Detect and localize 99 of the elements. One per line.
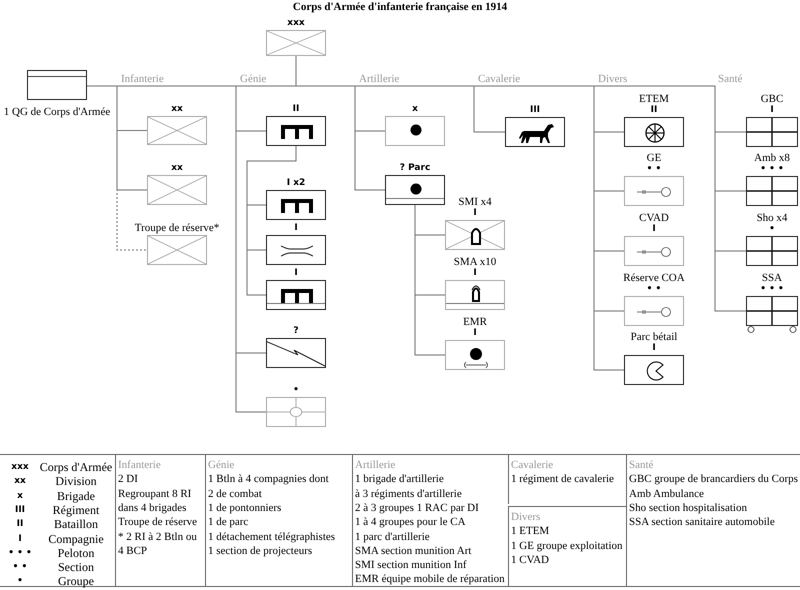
echelon-mark: xxx xyxy=(10,462,30,473)
branch-label: Artillerie xyxy=(358,74,400,85)
echelon-mark: I xyxy=(294,268,298,279)
echelon-name: Division xyxy=(54,474,98,488)
table-text: à 3 régiments d'artillerie xyxy=(355,486,462,501)
echelon-mark: • • • xyxy=(760,284,784,295)
echelon-mark: xxx xyxy=(287,18,305,29)
echelon-name: Corps d'Armée xyxy=(38,460,114,474)
branch-label: Cavalerie xyxy=(477,74,522,85)
unit-label: SSA xyxy=(762,272,782,284)
echelon-mark: • xyxy=(769,224,775,235)
unit-label: 1 QG de Corps d'Armée xyxy=(4,106,110,118)
echelon-mark: • • xyxy=(12,562,28,574)
column-heading: Santé xyxy=(629,458,654,472)
unit-label: EMR xyxy=(463,316,487,328)
echelon-mark: xx xyxy=(171,104,183,115)
echelon-mark: I xyxy=(473,328,477,339)
echelon-name: Compagnie xyxy=(47,532,105,546)
table-text: dans 4 brigades xyxy=(118,500,186,515)
table-text: Sho section hospitalisation xyxy=(629,500,747,515)
unit-label: GE xyxy=(646,152,662,164)
table-text: 1 de pontonniers xyxy=(208,500,282,515)
echelon-mark: II xyxy=(650,105,658,116)
echelon-mark: I xyxy=(770,105,774,116)
table-text: EMR équipe mobile de réparation xyxy=(355,572,505,586)
branch-label: Génie xyxy=(239,74,268,85)
unit-label: CVAD xyxy=(639,212,669,224)
table-text: 1 Btln à 4 compagnies dont xyxy=(208,472,329,486)
branch-label: Santé xyxy=(717,74,744,85)
table-text: 1 de parc xyxy=(208,515,248,530)
table-text: 1 CVAD xyxy=(511,552,550,567)
echelon-mark: I xyxy=(473,268,477,279)
table-text: 1 section de projecteurs xyxy=(208,544,312,558)
column-heading: Artillerie xyxy=(355,458,396,472)
echelon-mark: xx xyxy=(13,476,27,488)
echelon-name: Bataillon xyxy=(53,517,99,532)
table-text: SMA section munition Art xyxy=(355,544,472,558)
echelon-name: Groupe xyxy=(57,574,95,588)
table-text: 1 parc d'artillerie xyxy=(355,530,430,544)
table-text: 1 à 4 groupes pour le CA xyxy=(355,515,466,530)
echelon-mark: xx xyxy=(171,163,183,174)
table-text: 1 ETEM xyxy=(511,524,550,538)
column-heading: Infanterie xyxy=(118,458,161,472)
table-text: 2 DI xyxy=(118,472,138,486)
column-heading: Génie xyxy=(208,458,234,472)
echelon-mark: ? xyxy=(293,326,299,337)
branch-label: Infanterie xyxy=(120,74,165,85)
table-text: SMI section munition Inf xyxy=(355,558,467,572)
echelon-mark: I xyxy=(294,223,298,234)
echelon-mark: • • • xyxy=(760,164,784,175)
echelon-mark: • xyxy=(16,576,24,588)
table-text: 1 GE groupe exploitation xyxy=(511,538,623,553)
table-text: Regroupant 8 RI xyxy=(118,486,192,501)
unit-label: Troupe de réserve* xyxy=(134,222,220,234)
unit-label: Réserve COA xyxy=(623,272,685,284)
echelon-mark: II xyxy=(292,104,300,115)
unit-label: SMA x10 xyxy=(454,256,496,268)
echelon-mark: I xyxy=(17,534,23,544)
echelon-name: Peloton xyxy=(58,546,94,560)
unit-label: Sho x4 xyxy=(756,212,788,224)
table-text: 1 détachement télégraphistes xyxy=(208,530,336,544)
echelon-mark: • • • xyxy=(7,548,33,559)
echelon-mark: x xyxy=(16,490,24,502)
table-text: * 2 RI à 2 Btln ou xyxy=(118,530,197,544)
unit-label: Parc bétail xyxy=(630,331,678,343)
unit-label: GBC xyxy=(760,93,784,105)
branch-label: Divers xyxy=(597,74,628,85)
echelon-mark: I xyxy=(652,343,656,354)
table-text: 4 BCP xyxy=(118,544,148,558)
table-text: Troupe de réserve xyxy=(118,515,198,530)
connector-line xyxy=(246,146,296,296)
column-heading: Cavalerie xyxy=(511,458,554,472)
echelon-mark: I xyxy=(473,208,477,219)
unit-label: Amb x8 xyxy=(754,152,790,164)
echelon-mark: III xyxy=(14,504,26,516)
echelon-mark: III xyxy=(530,105,540,116)
table-text: 1 régiment de cavalerie xyxy=(511,472,614,486)
unit-label: ETEM xyxy=(639,93,669,105)
echelon-mark: • xyxy=(293,385,299,396)
echelon-mark: II xyxy=(16,519,24,530)
echelon-mark: x xyxy=(412,104,418,115)
echelon-name: Brigade xyxy=(56,488,96,503)
table-text: 2 à 3 groupes 1 RAC par DI xyxy=(355,500,479,515)
echelon-mark: I x2 xyxy=(286,178,306,189)
connector-line xyxy=(414,204,446,356)
unit-label: SMI x4 xyxy=(458,196,492,208)
table-text: SSA section sanitaire automobile xyxy=(629,515,775,530)
table-text: Amb Ambulance xyxy=(629,486,704,501)
table-text: 1 brigade d'artillerie xyxy=(355,472,444,486)
table-text: GBC groupe de brancardiers du Corps xyxy=(629,472,798,486)
echelon-mark: ? Parc xyxy=(400,163,430,174)
echelon-mark: • • xyxy=(646,284,662,295)
echelon-mark: I xyxy=(652,224,656,235)
diagram-title: Corps d'Armée d'infanterie française en 1914 xyxy=(292,1,508,13)
echelon-name: Section xyxy=(57,560,95,574)
echelon-name: Régiment xyxy=(52,502,100,517)
column-heading: Divers xyxy=(511,510,540,524)
table-text: 2 de combat xyxy=(208,486,262,501)
echelon-mark: • • xyxy=(646,164,662,175)
